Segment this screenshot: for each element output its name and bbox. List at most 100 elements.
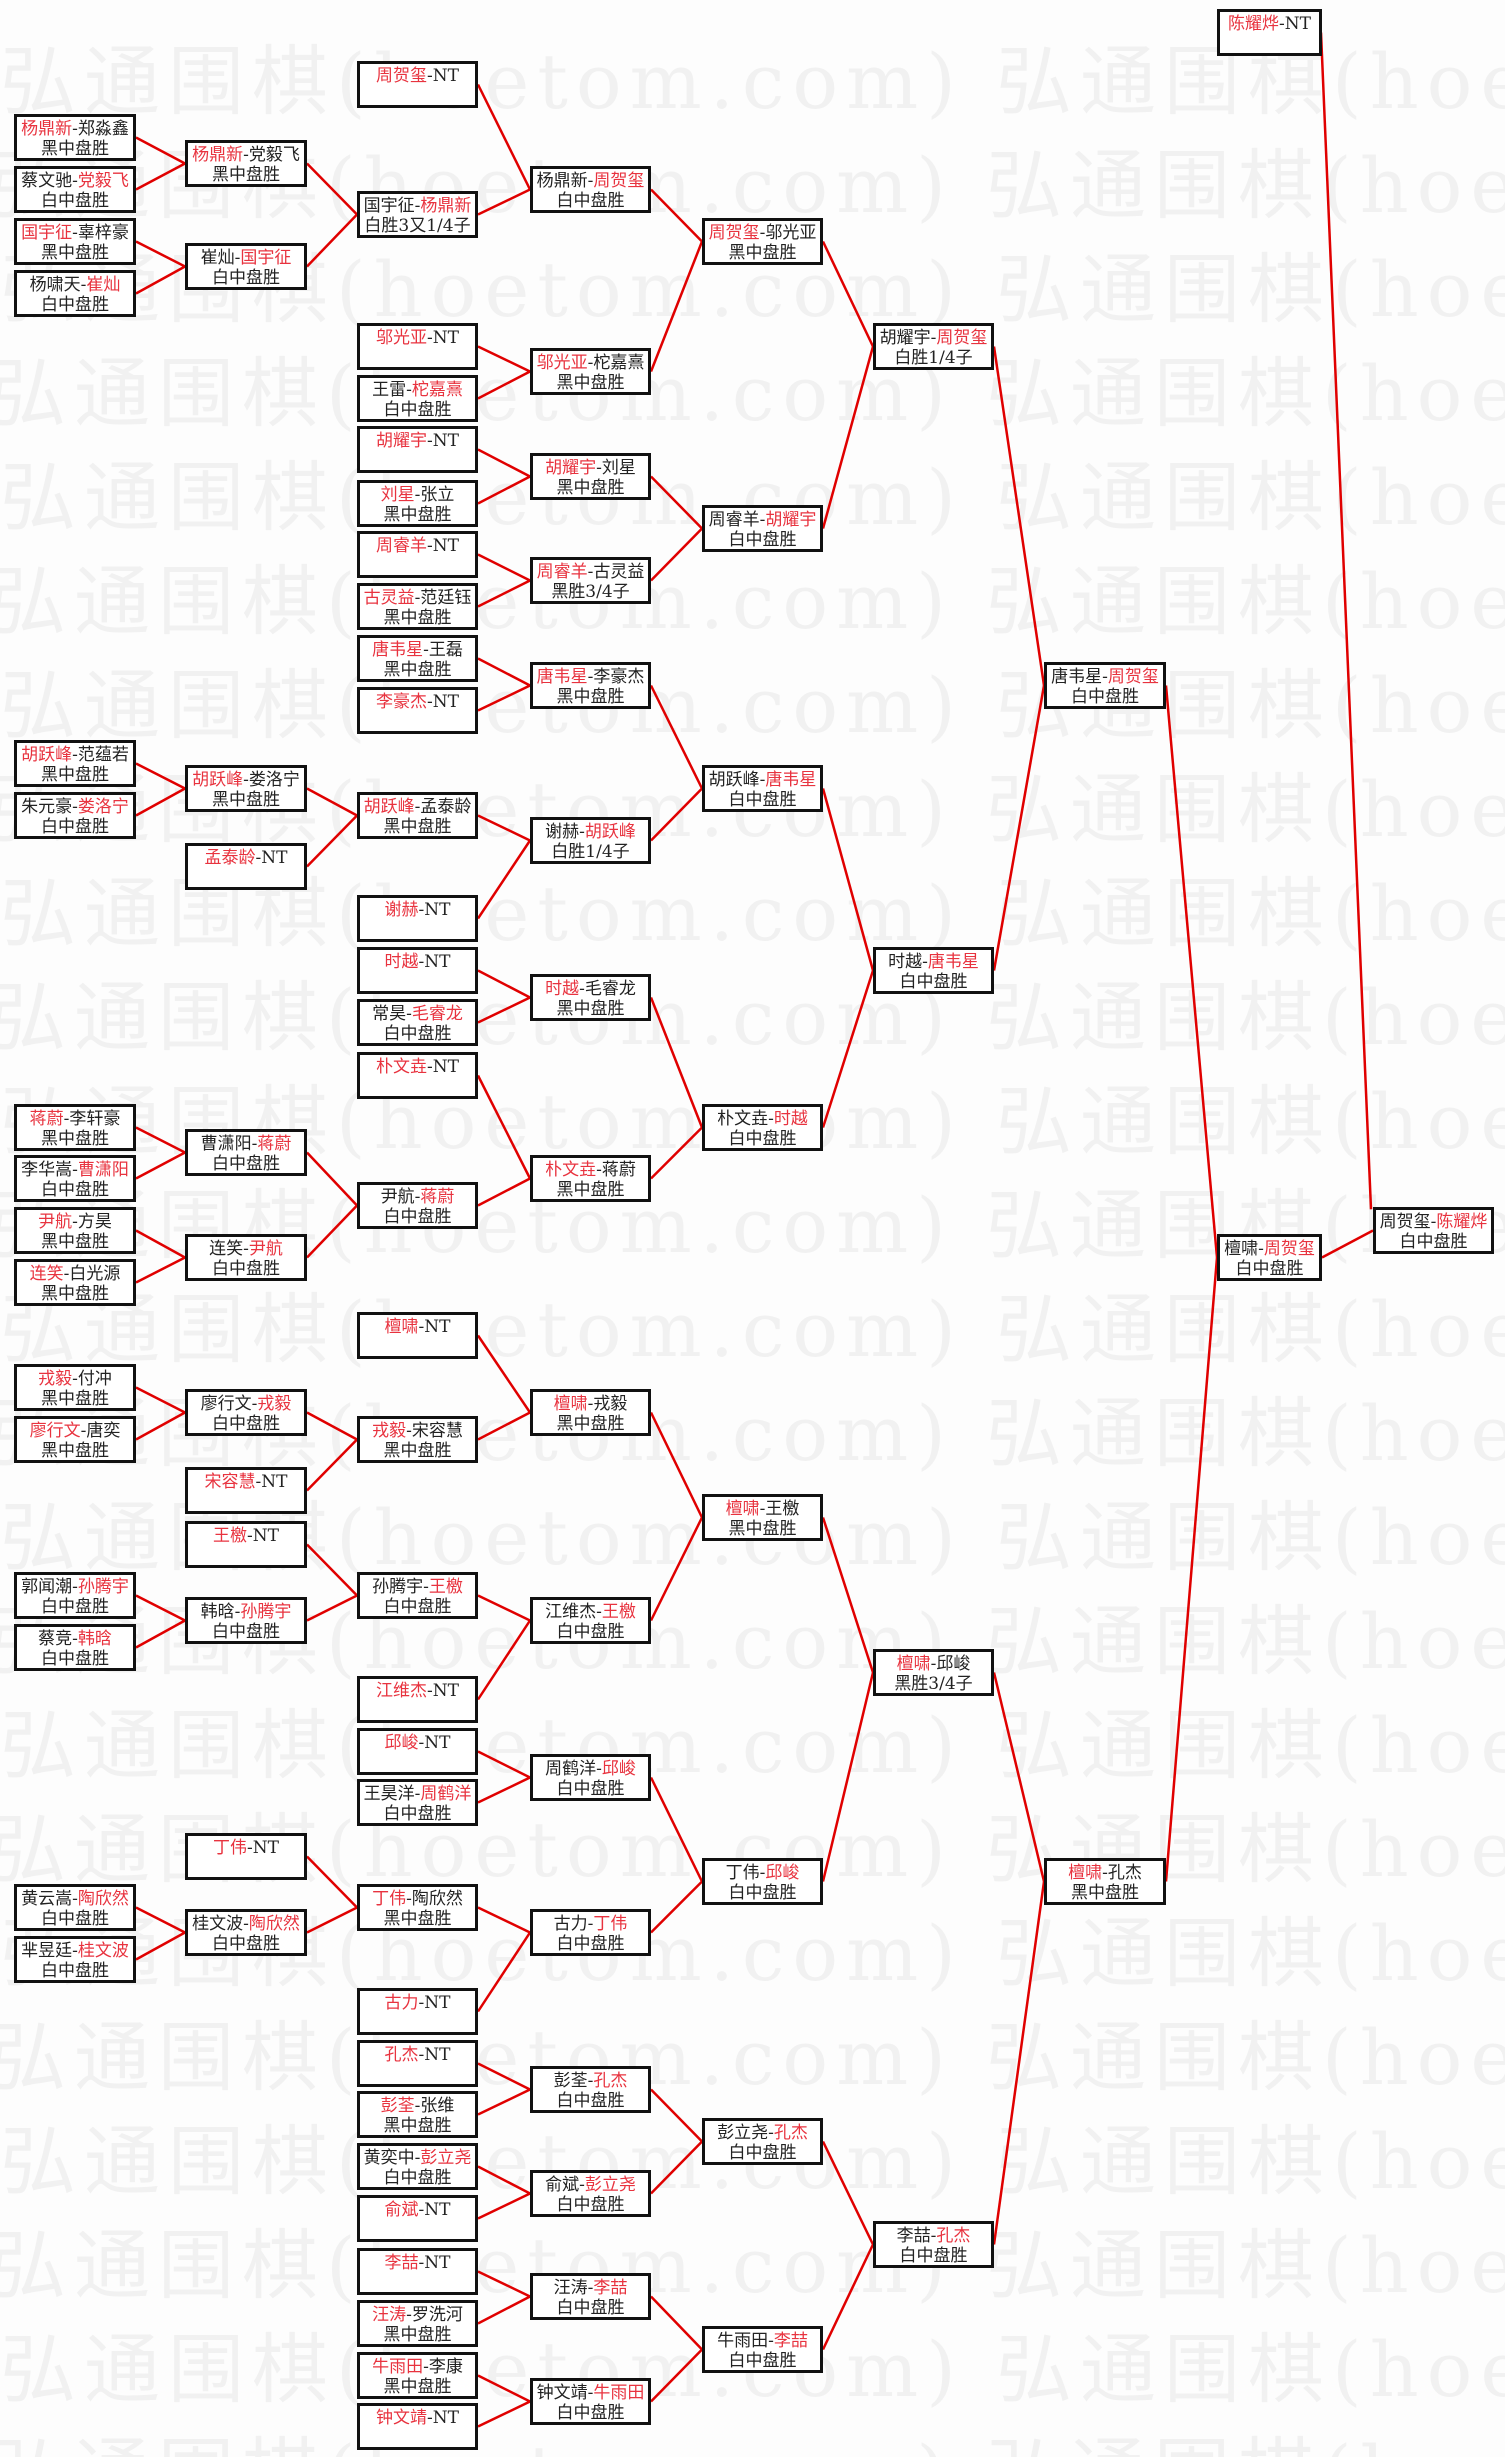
- player-black: 孟泰龄: [204, 848, 256, 868]
- match-result: [360, 2065, 475, 2085]
- match-players: 连笑-白光源: [17, 1264, 133, 1284]
- match-players: 李喆-NT: [360, 2253, 475, 2273]
- match-result: 白中盘胜: [1235, 1259, 1304, 1279]
- match-players: 王昊洋-周鹤洋: [360, 1784, 475, 1804]
- player-black: 檀啸: [384, 1317, 419, 1337]
- connector-line: [135, 162, 186, 191]
- connector-line: [649, 1411, 704, 1519]
- match-box: 胡耀宇-NT: [357, 426, 478, 473]
- player-separator: -: [759, 223, 766, 243]
- match-box: 蒋蔚-李轩豪黑中盘胜: [14, 1104, 136, 1151]
- player-separator: -: [247, 1526, 253, 1546]
- player-separator: -: [427, 1057, 433, 1077]
- match-players: 蒋蔚-李轩豪: [17, 1109, 133, 1129]
- player-separator: -: [427, 536, 433, 556]
- player-separator: -: [1258, 1239, 1264, 1259]
- player-white: 李喆: [773, 2331, 808, 2351]
- match-result: 黑中盘胜: [383, 2116, 452, 2136]
- connector-line: [306, 1204, 358, 1259]
- match-players: 蔡竞-韩晗: [17, 1629, 133, 1649]
- player-black: 郭闻潮: [21, 1577, 73, 1597]
- player-white: 付冲: [77, 1369, 112, 1389]
- match-box: 孟泰龄-NT: [185, 843, 307, 890]
- match-players: 常昊-毛睿龙: [360, 1004, 475, 1024]
- connector-line: [649, 684, 704, 790]
- match-box: 檀啸-NT: [357, 1312, 478, 1359]
- match-players: 胡耀宇-刘星: [533, 458, 648, 478]
- player-separator: -: [72, 1941, 78, 1961]
- bye-label: NT: [261, 1472, 288, 1492]
- bye-label: NT: [424, 1993, 451, 2013]
- bye-label: NT: [424, 2045, 451, 2065]
- match-players: 周睿羊-古灵益: [533, 562, 648, 582]
- match-result: 白中盘胜: [383, 1207, 452, 1227]
- match-players: 唐韦星-李豪杰: [533, 667, 648, 687]
- player-separator: -: [759, 1863, 766, 1883]
- bye-label: NT: [424, 900, 451, 920]
- player-white: 尹航: [248, 1239, 283, 1259]
- connector-line: [477, 345, 531, 373]
- player-separator: -: [587, 562, 594, 582]
- match-box: 丁伟-NT: [185, 1833, 307, 1880]
- match-players: 牛雨田-李康: [360, 2357, 475, 2377]
- match-result: [360, 1077, 475, 1097]
- connector-line: [477, 475, 531, 505]
- player-separator: -: [587, 2278, 594, 2298]
- bye-label: NT: [252, 1526, 279, 1546]
- match-box: 邬光亚-NT: [357, 323, 478, 370]
- connector-line: [477, 2270, 531, 2298]
- match-players: 胡耀宇-NT: [360, 431, 475, 451]
- match-players: 刘星-张立: [360, 485, 475, 505]
- match-players: 孙腾宇-王檄: [360, 1577, 475, 1597]
- match-players: 古灵益-范廷钰: [360, 588, 475, 608]
- match-result: [188, 1492, 304, 1512]
- player-black: 胡耀宇: [545, 458, 597, 478]
- player-separator: -: [587, 2383, 594, 2403]
- match-box: 彭荃-孔杰白中盘胜: [530, 2066, 651, 2113]
- player-black: 胡跃峰: [21, 745, 73, 765]
- match-box: 常昊-毛睿龙白中盘胜: [357, 999, 478, 1046]
- match-result: 黑中盘胜: [556, 373, 625, 393]
- match-players: 李华嵩-曹潇阳: [17, 1160, 133, 1180]
- match-box: 朴文垚-蒋蔚黑中盘胜: [530, 1155, 651, 1202]
- match-result: 白中盘胜: [899, 972, 968, 992]
- player-black: 陈耀烨: [1228, 14, 1280, 34]
- player-white: 胡跃峰: [584, 822, 636, 842]
- match-box: 唐韦星-李豪杰黑中盘胜: [530, 662, 651, 709]
- player-black: 蒋蔚: [29, 1109, 64, 1129]
- match-result: 白中盘胜: [41, 1649, 109, 1669]
- player-white: 曹潇阳: [77, 1160, 129, 1180]
- player-black: 杨鼎新: [192, 145, 244, 165]
- player-black: 邱峻: [384, 1733, 419, 1753]
- player-separator: -: [596, 458, 602, 478]
- match-result: 黑中盘胜: [41, 1284, 109, 1304]
- match-result: 黑中盘胜: [41, 139, 109, 159]
- connector-line: [821, 970, 875, 1128]
- player-black: 尹航: [380, 1187, 415, 1207]
- player-separator: -: [427, 431, 433, 451]
- match-box: 朴文垚-时越白中盘胜: [702, 1104, 823, 1151]
- player-white: 柁嘉熹: [411, 380, 463, 400]
- match-players: 孟泰龄-NT: [188, 848, 304, 868]
- match-result: 黑中盘胜: [556, 1414, 625, 1434]
- match-result: 白中盘胜: [383, 1597, 452, 1617]
- player-black: 李喆: [896, 2226, 931, 2246]
- match-box: 周睿羊-胡耀宇白中盘胜: [702, 505, 823, 552]
- player-black: 孙腾宇: [372, 1577, 424, 1597]
- player-black: 丁伟: [725, 1863, 760, 1883]
- match-players: 谢赫-胡跃峰: [533, 822, 648, 842]
- match-box: 黄云嵩-陶欣然白中盘胜: [14, 1884, 136, 1931]
- connector-line: [306, 787, 358, 817]
- match-result: 黑中盘胜: [41, 1129, 109, 1149]
- player-separator: -: [418, 1317, 425, 1337]
- match-players: 檀啸-孔杰: [1047, 1863, 1163, 1883]
- connector-line: [650, 2348, 703, 2403]
- match-result: 白中盘胜: [383, 1024, 452, 1044]
- player-black: 王雷: [372, 380, 407, 400]
- match-result: 白胜1/4子: [551, 842, 630, 862]
- match-box: 周睿羊-古灵益黑胜3/4子: [530, 557, 651, 604]
- match-result: [360, 2273, 475, 2293]
- connector-line: [477, 2088, 531, 2116]
- player-black: 宋容慧: [204, 1472, 256, 1492]
